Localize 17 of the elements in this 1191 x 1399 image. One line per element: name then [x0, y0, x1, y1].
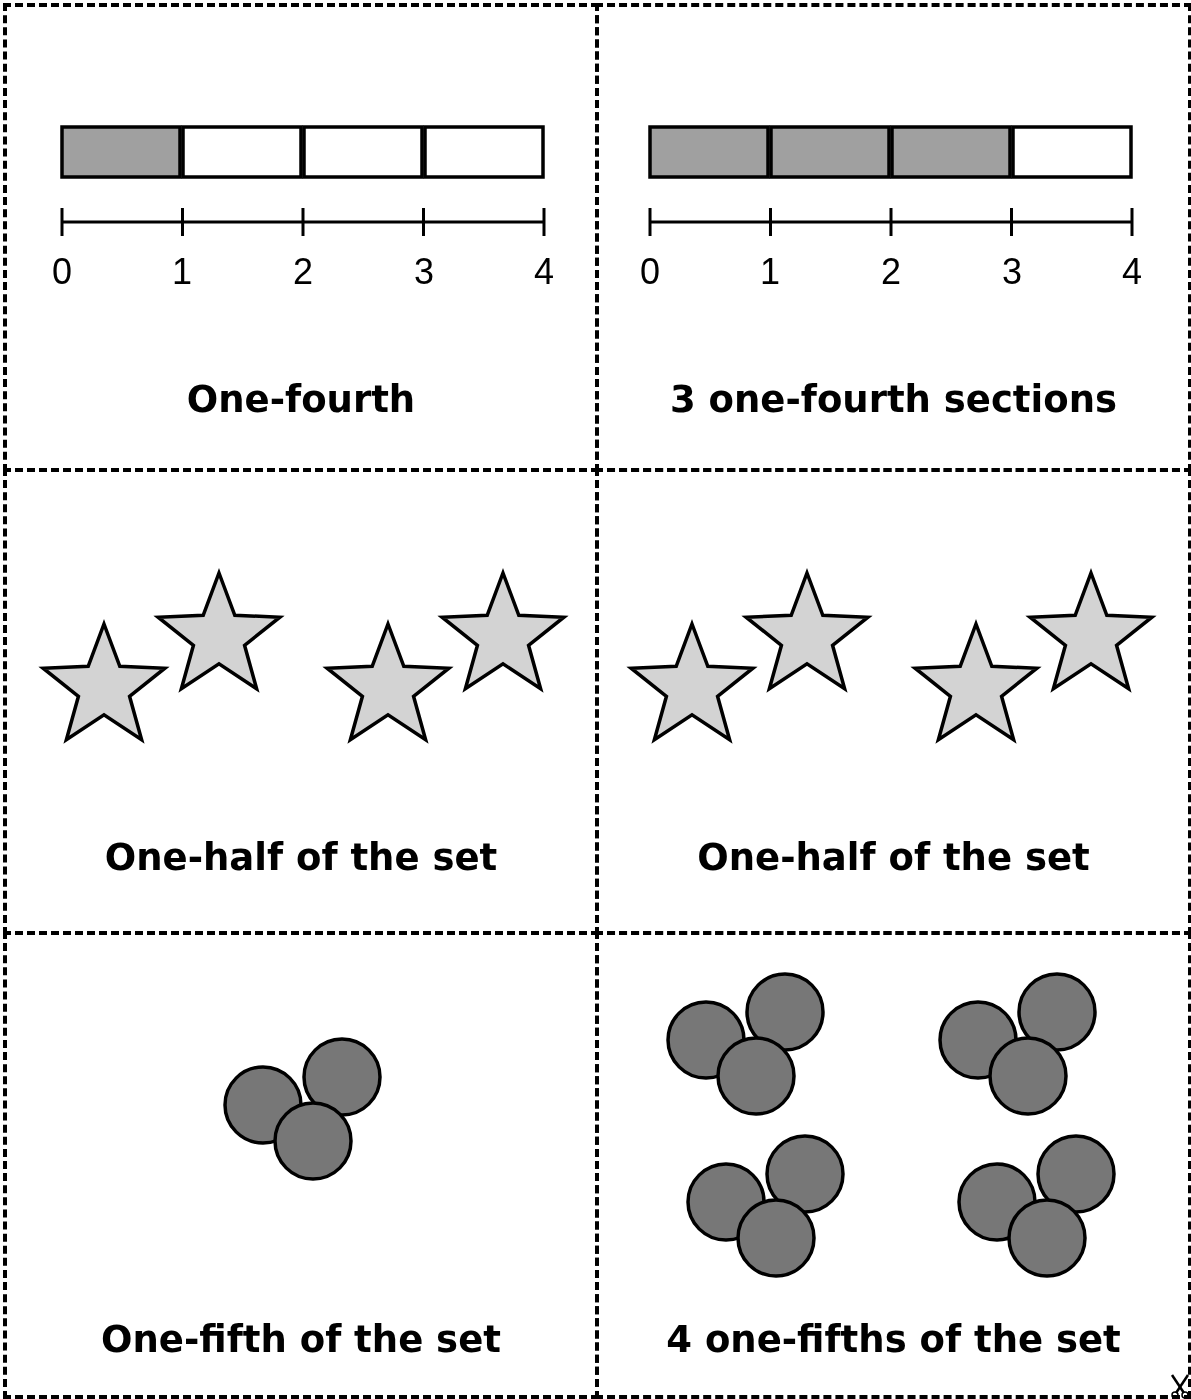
flash-card [595, 931, 1191, 1399]
card-caption: 3 one-fourth sections [668, 377, 1119, 423]
tick-label: 2 [880, 252, 902, 292]
tick-label: 1 [759, 252, 781, 292]
card-caption: One-fifth of the set [100, 1317, 502, 1363]
card-caption: One-half of the set [103, 835, 499, 881]
tick-label: 0 [639, 252, 661, 292]
tick-label: 4 [533, 252, 555, 292]
tick-label: 1 [171, 252, 193, 292]
tick-label: 2 [292, 252, 314, 292]
card-caption: 4 one-fifths of the set [665, 1317, 1122, 1363]
tick-label: 3 [1001, 252, 1023, 292]
card-caption: One-fourth [185, 377, 417, 423]
tick-label: 3 [413, 252, 435, 292]
tick-label: 4 [1121, 252, 1143, 292]
card-caption: One-half of the set [696, 835, 1091, 881]
tick-label: 0 [51, 252, 73, 292]
